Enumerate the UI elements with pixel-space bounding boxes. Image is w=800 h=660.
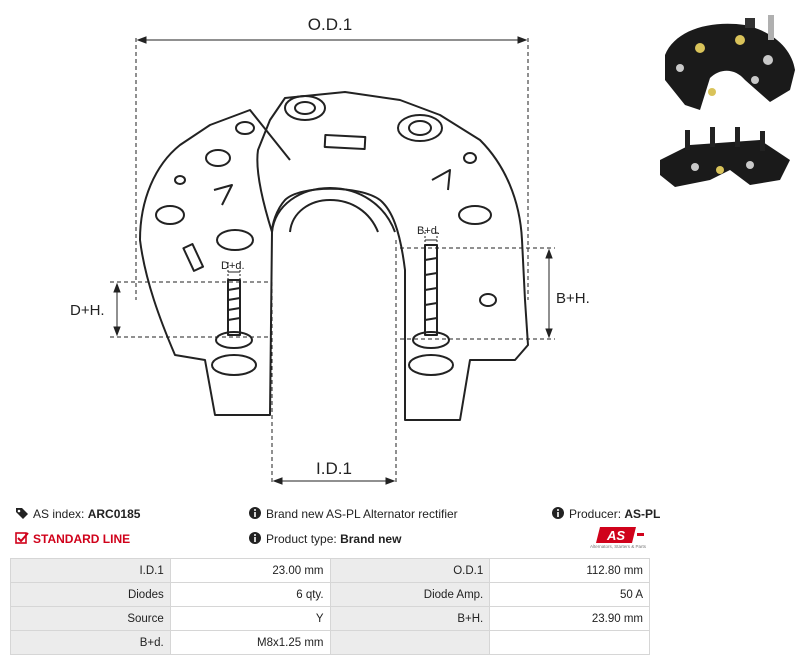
tags-icon: [16, 508, 28, 519]
spec-key-cell: [329, 630, 491, 655]
standard-line-badge: STANDARD LINE: [15, 531, 130, 546]
standard-line-label: STANDARD LINE: [33, 532, 131, 546]
producer-value: AS-PL: [624, 507, 661, 521]
bd-dimension-label: B+d.: [417, 225, 440, 237]
spec-value-cell: [489, 630, 650, 655]
dd-dimension-label: D+d.: [221, 260, 245, 272]
info-icon: [552, 507, 564, 519]
dh-dimension-label: D+H.: [70, 302, 105, 319]
rectifier-left-wing: [139, 109, 291, 416]
spec-key-cell: B+H.: [329, 606, 491, 631]
info-icon: [249, 532, 261, 544]
producer-info: Producer: AS-PL: [551, 506, 660, 521]
svg-text:AS: AS: [606, 528, 625, 543]
producer-label: Producer:: [569, 507, 622, 521]
as-index-info: AS index: ARC0185: [15, 506, 140, 521]
as-index-label: AS index:: [33, 507, 85, 521]
spec-key-cell: B+d.: [10, 630, 171, 655]
description-text: Brand new AS-PL Alternator rectifier: [266, 507, 458, 521]
spec-value-cell: 50 A: [489, 582, 650, 607]
logo-tagline: Alternators, Starters & Parts: [589, 544, 647, 549]
description-info: Brand new AS-PL Alternator rectifier: [248, 506, 458, 521]
spec-value-cell: 23.90 mm: [489, 606, 650, 631]
table-row: B+d.M8x1.25 mm: [10, 630, 650, 655]
product-photo-top: [665, 15, 795, 110]
spec-value-cell: M8x1.25 mm: [169, 630, 331, 655]
spec-key-cell: Diodes: [10, 582, 171, 607]
as-index-value: ARC0185: [87, 507, 141, 521]
spec-key-cell: Diode Amp.: [329, 582, 491, 607]
spec-value-cell: Y: [169, 606, 331, 631]
product-photo-bottom: [660, 127, 790, 187]
checkbox-checked-icon: [15, 532, 29, 544]
spec-key-cell: Source: [10, 606, 171, 631]
product-type-info: Product type: Brand new: [248, 531, 401, 546]
info-icon: [249, 507, 261, 519]
rectifier-body-outline: [256, 91, 529, 421]
as-pl-logo: AS Alternators, Starters & Parts: [586, 525, 650, 550]
as-logo-mark: AS: [596, 527, 644, 543]
product-type-label: Product type:: [266, 532, 337, 546]
id-dimension-label: I.D.1: [316, 459, 352, 478]
spec-value-cell: 112.80 mm: [489, 558, 650, 583]
od-dimension-label: O.D.1: [308, 15, 352, 34]
rectifier-technical-drawing: O.D.1 I.D.1 D+H. B+H. D+d. B+d.: [70, 15, 590, 485]
spec-key-cell: I.D.1: [10, 558, 171, 583]
spec-value-cell: 23.00 mm: [169, 558, 331, 583]
bh-dimension-label: B+H.: [556, 290, 590, 307]
spec-value-cell: 6 qty.: [169, 582, 331, 607]
product-type-value: Brand new: [340, 532, 402, 546]
spec-key-cell: O.D.1: [329, 558, 491, 583]
